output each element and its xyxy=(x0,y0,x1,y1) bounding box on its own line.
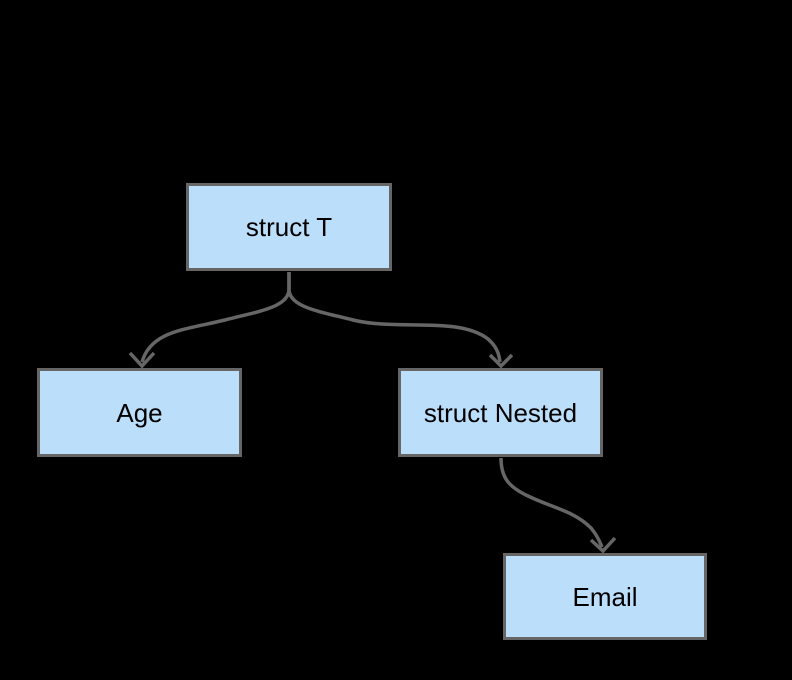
edge-struct-t-to-struct-nested xyxy=(287,272,502,363)
edge-struct-t-to-age xyxy=(140,272,291,363)
node-struct-t: struct T xyxy=(186,183,392,271)
node-struct-nested: struct Nested xyxy=(398,368,603,457)
node-label: struct Nested xyxy=(423,397,578,428)
arrowhead-icon xyxy=(128,351,156,369)
arrowhead-icon xyxy=(488,353,514,369)
node-age: Age xyxy=(37,368,242,457)
node-label: struct T xyxy=(245,212,333,242)
edge-struct-nested-to-email xyxy=(499,457,604,548)
node-label: Age xyxy=(116,397,163,428)
node-label: Email xyxy=(572,581,638,612)
node-email: Email xyxy=(503,553,707,640)
arrowhead-icon xyxy=(589,536,617,554)
